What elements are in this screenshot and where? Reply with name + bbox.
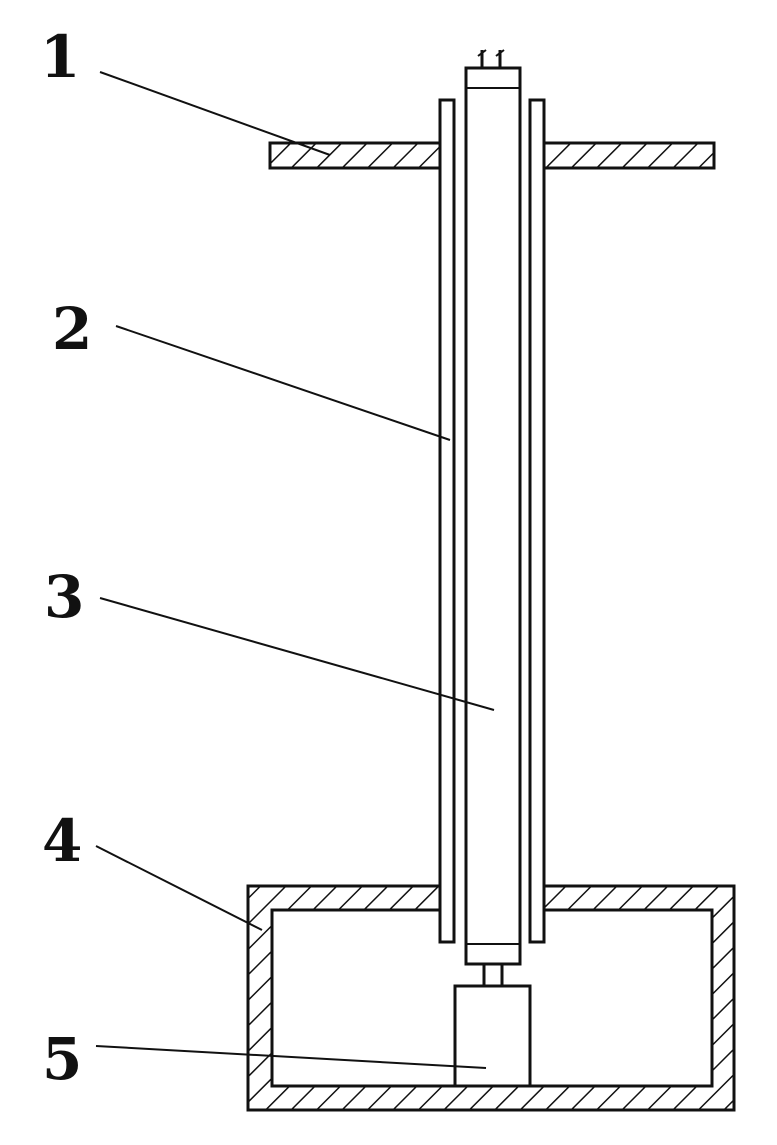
part-5-block bbox=[453, 984, 532, 1088]
leader-4 bbox=[95, 845, 263, 931]
leader-5 bbox=[95, 1045, 487, 1069]
leader-2 bbox=[115, 325, 451, 441]
leader-lines bbox=[95, 71, 495, 1069]
label-5: 5 bbox=[42, 1025, 83, 1093]
label-3: 3 bbox=[44, 563, 85, 631]
part-4-box bbox=[246, 884, 736, 1112]
leader-1 bbox=[99, 71, 331, 156]
part-1-plate bbox=[268, 141, 716, 170]
part-2-sleeve bbox=[438, 98, 546, 944]
label-2: 2 bbox=[52, 295, 93, 363]
label-1: 1 bbox=[40, 23, 81, 91]
leader-3 bbox=[99, 597, 495, 711]
part-3-tube bbox=[464, 49, 522, 986]
label-4: 4 bbox=[42, 807, 83, 875]
